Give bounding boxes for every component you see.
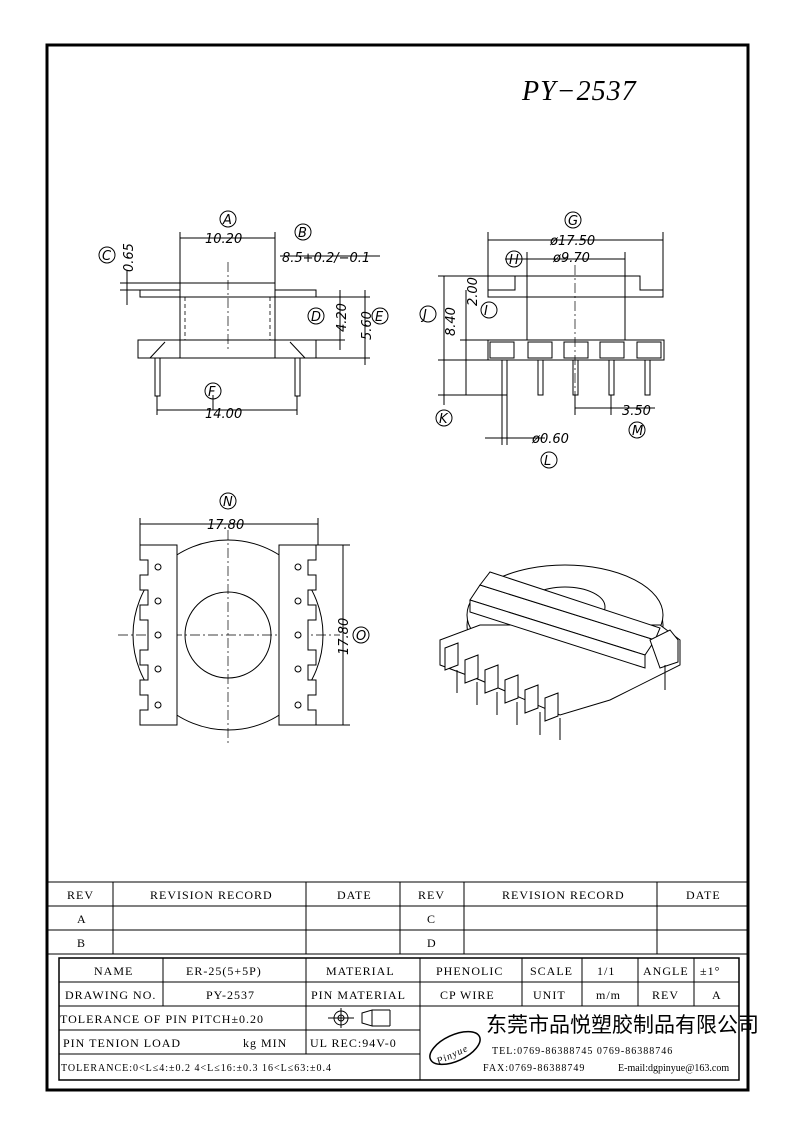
dim-I-tag: I [484,304,488,319]
dim-C-tag: C [102,249,112,264]
dim-E-value: 5.60 [360,311,375,340]
title-block: NAME ER-25(5+5P) MATERIAL PHENOLIC SCALE… [58,957,759,1081]
company-name: 东莞市品悦塑胶制品有限公司 [486,1013,759,1037]
ul-rating: UL REC:94V-0 [310,1036,397,1050]
unit-label: UNIT [533,988,566,1002]
revision-table: REV REVISION RECORD DATE REV REVISION RE… [47,881,748,955]
pin-material-label: PIN MATERIAL [311,988,406,1002]
dim-G-value: ø17.50 [549,234,595,249]
company-logo: Pinyue [429,1030,481,1068]
sheet-border [45,43,750,1092]
dim-M-tag: M [632,424,643,439]
drawing-no-value: PY-2537 [206,988,255,1002]
dim-M-value: 3.50 [622,404,651,419]
projection-symbol-icon [328,1008,391,1028]
dim-C-value: 0.65 [122,243,137,272]
rev-row-b: B [77,936,86,950]
date-header-right: DATE [686,888,721,902]
dim-L-tag: L [544,454,551,469]
rev-row-c: C [427,912,436,926]
dim-B-value: 8.5+0.2/−0.1 [282,251,370,266]
pin-tension-unit: kg MIN [243,1036,287,1050]
dim-H-value: ø9.70 [552,251,590,266]
dim-E-tag: E [375,310,384,325]
dim-D-tag: D [311,310,321,325]
dim-F-tag: F [208,385,216,400]
material-label: MATERIAL [326,964,395,978]
dim-D-value: 4.20 [335,303,350,332]
front-view: G ø17.50 H ø9.70 8.40 J 2.00 I [419,211,665,469]
scale-value: 1/1 [597,964,615,978]
isometric-view [439,564,681,740]
rev-row-a: A [77,912,87,926]
dim-A-value: 10.20 [205,232,242,247]
unit-value: m/m [596,988,621,1002]
angle-label: ANGLE [643,964,689,978]
logo-text: Pinyue [434,1043,470,1068]
material-value: PHENOLIC [436,964,503,978]
revision-record-header-left: REVISION RECORD [150,888,273,902]
rev-header-left: REV [67,888,94,902]
rev-header-right: REV [418,888,445,902]
dim-F-value: 14.00 [205,407,242,422]
dim-O-value: 17.80 [337,618,352,655]
pitch-tolerance: TOLERANCE OF PIN PITCH±0.20 [60,1012,264,1026]
dim-G-tag: G [568,214,578,229]
dim-J-value: 8.40 [444,307,459,336]
revision-record-header-right: REVISION RECORD [502,888,625,902]
dim-H-tag: H [509,253,519,268]
name-value: ER-25(5+5P) [186,964,262,978]
rev-label: REV [652,988,679,1002]
dim-L-value: ø0.60 [531,432,569,447]
pin-material-value: CP WIRE [440,988,495,1002]
dim-I-value: 2.00 [466,277,481,306]
scale-label: SCALE [530,964,573,978]
company-tel: TEL:0769-86388745 0769-86388746 [492,1046,673,1057]
angle-value: ±1° [700,964,720,978]
rev-row-d: D [427,936,437,950]
dim-J-tag: J [420,308,427,323]
tolerance-line: TOLERANCE:0<L≤4:±0.2 4<L≤16:±0.3 16<L≤63… [61,1063,332,1074]
date-header-left: DATE [337,888,372,902]
side-view: 10.20 A B 8.5+0.2/−0.1 C 0.65 4.20 D [98,210,389,422]
dim-A-tag: A [222,213,232,228]
drawing-no-label: DRAWING NO. [65,988,156,1002]
rev-value: A [712,988,722,1002]
part-number-title: PY−2537 [521,76,637,107]
pin-tension-label: PIN TENION LOAD [63,1036,181,1050]
top-view: N 17.80 17.80 O [118,492,370,745]
dim-O-tag: O [356,629,366,644]
dim-N-tag: N [223,495,233,510]
dim-N-value: 17.80 [207,518,244,533]
name-label: NAME [94,964,133,978]
dim-B-tag: B [298,226,307,241]
company-fax: FAX:0769-86388749 [483,1063,585,1074]
company-email: E-mail:dgpinyue@163.com [618,1063,729,1074]
dim-K-tag: K [439,412,449,427]
